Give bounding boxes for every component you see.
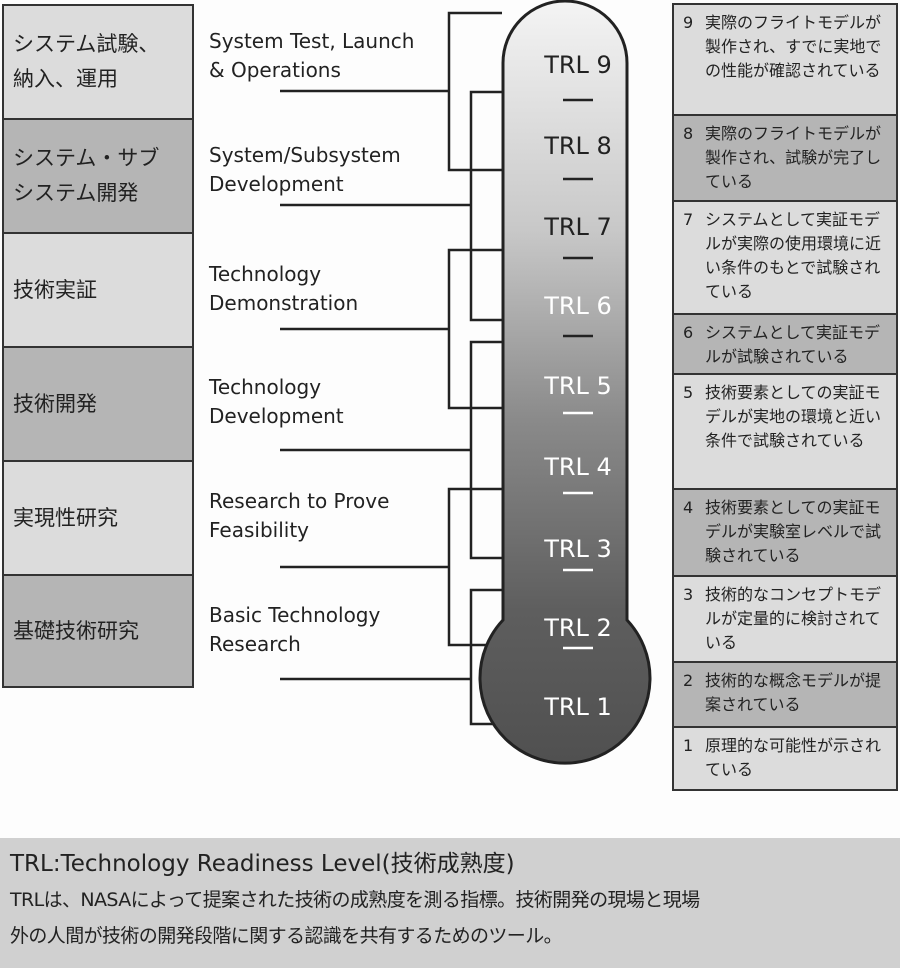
level-dividers xyxy=(563,98,593,650)
trl-5-label: TRL 5 xyxy=(543,372,612,400)
trl-4-label: TRL 4 xyxy=(543,453,612,481)
definition-panel: TRL:Technology Readiness Level(技術成熟度) TR… xyxy=(0,838,900,968)
brackets xyxy=(280,11,502,726)
bracket-tech-demonstration xyxy=(280,248,502,410)
phase-ja-label: 納入、運用 xyxy=(13,67,118,91)
bracket-tech-development xyxy=(280,340,502,560)
definition-title: TRL:Technology Readiness Level(技術成熟度) xyxy=(10,851,515,877)
phase-box-basic-research: 基礎技術研究 xyxy=(2,574,194,688)
trl-9-label: TRL 9 xyxy=(543,51,612,79)
definition-text: 外の人間が技術の開発段階に関する認識を共有するためのツール。 xyxy=(10,925,563,947)
definition-text: TRLは、NASAによって提案された技術の成熟度を測る指標。技術開発の現場と現場 xyxy=(10,889,700,911)
bracket-feasibility xyxy=(280,487,502,647)
trl-2-label: TRL 2 xyxy=(543,614,612,642)
trl-3-label: TRL 3 xyxy=(543,535,612,563)
bracket-basic-research xyxy=(280,588,502,726)
phase-ja-label: システム開発 xyxy=(13,181,139,205)
trl-8-label: TRL 8 xyxy=(543,132,612,160)
thermometer-diagram: TRL 9 TRL 8 TRL 7 TRL 6 TRL 5 TRL 4 TRL … xyxy=(280,0,652,765)
phase-ja-label: システム・サブ xyxy=(13,146,160,170)
phase-en-label: System Test, Launch& Operations xyxy=(209,29,415,82)
bracket-system-test xyxy=(280,11,502,172)
bracket-system-development xyxy=(280,90,502,322)
trl-6-label: TRL 6 xyxy=(543,292,612,320)
phase-ja-label: 技術実証 xyxy=(13,277,97,302)
phase-box-feasibility: 実現性研究 xyxy=(2,460,194,576)
trl-1-label: TRL 1 xyxy=(543,693,612,721)
phase-box-system-test: システム試験、納入、運用 xyxy=(2,4,194,120)
thermometer-body xyxy=(478,0,652,765)
phase-ja-label: 実現性研究 xyxy=(13,505,118,530)
phase-ja-label: 基礎技術研究 xyxy=(13,618,139,643)
phase-ja-label: 技術開発 xyxy=(13,391,97,416)
trl-7-label: TRL 7 xyxy=(543,213,612,241)
phase-box-system-development: システム・サブシステム開発 xyxy=(2,118,194,234)
phase-box-tech-development: 技術開発 xyxy=(2,346,194,462)
phase-ja-label: システム試験、 xyxy=(13,32,160,56)
trl-labels: TRL 9 TRL 8 TRL 7 TRL 6 TRL 5 TRL 4 TRL … xyxy=(543,51,612,721)
